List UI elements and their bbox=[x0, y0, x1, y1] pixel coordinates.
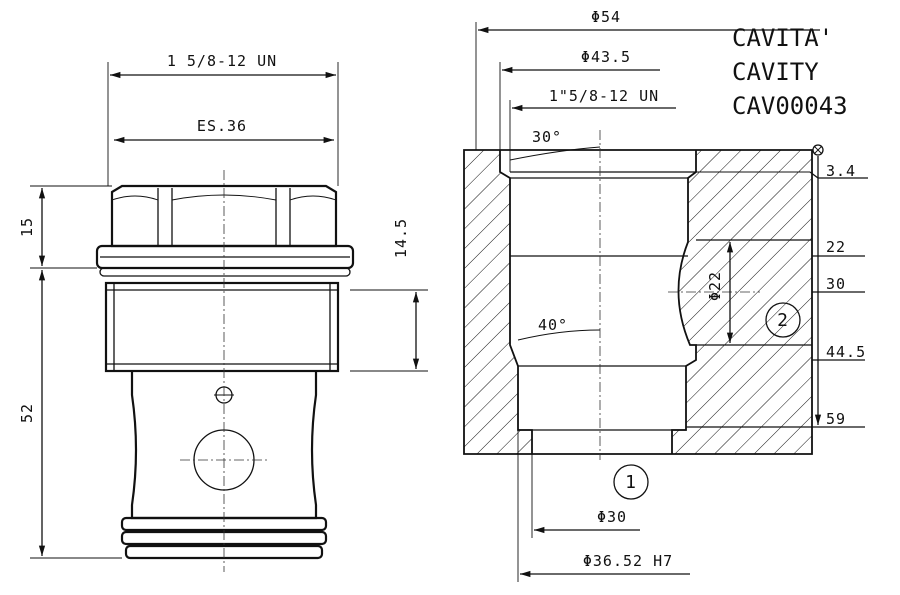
port-1-label: 1 bbox=[625, 472, 637, 493]
angle-40-label: 40° bbox=[538, 316, 568, 334]
cartridge-thread-label: 1 5/8-12 UN bbox=[167, 52, 277, 70]
depth-3-4-label: 3.4 bbox=[826, 162, 856, 180]
port-2-label: 2 bbox=[777, 310, 789, 331]
seal-ring bbox=[99, 267, 351, 277]
depth-30-label: 30 bbox=[826, 275, 846, 293]
hex-size-label: ES.36 bbox=[197, 117, 247, 135]
cavity-thread-label: 1"5/8-12 UN bbox=[549, 87, 659, 105]
depth-59-label: 59 bbox=[826, 410, 846, 428]
d54-label: Φ54 bbox=[591, 8, 621, 26]
depth-44-5-label: 44.5 bbox=[826, 343, 866, 361]
thread-section bbox=[104, 281, 340, 373]
dim-14-5-label: 14.5 bbox=[392, 218, 410, 258]
title-line-2: CAVITY bbox=[732, 58, 819, 86]
cartridge-view: 1 5/8-12 UN ES.36 15 52 14.5 bbox=[18, 52, 428, 572]
d30-label: Φ30 bbox=[597, 508, 627, 526]
port-1-marker bbox=[613, 464, 649, 500]
d22-label: Φ22 bbox=[706, 271, 724, 301]
reference-point bbox=[812, 144, 824, 156]
depth-22-label: 22 bbox=[826, 238, 846, 256]
cavity-block bbox=[463, 149, 813, 455]
angle-30-label: 30° bbox=[532, 128, 562, 146]
dim-52-label: 52 bbox=[18, 403, 36, 423]
title-line-1: CAVITA' bbox=[732, 24, 833, 52]
title-line-3: CAV00043 bbox=[732, 92, 848, 120]
dim-15-label: 15 bbox=[18, 217, 36, 237]
port-2-marker bbox=[765, 302, 801, 338]
title-block: CAVITA' CAVITY CAV00043 bbox=[732, 24, 848, 120]
d36-52-label: Φ36.52 H7 bbox=[583, 552, 673, 570]
d43-5-label: Φ43.5 bbox=[581, 48, 631, 66]
cavity-section: 30° 40° Φ54 Φ43.5 1"5/8-12 UN 3.4 22 30 … bbox=[463, 8, 868, 582]
